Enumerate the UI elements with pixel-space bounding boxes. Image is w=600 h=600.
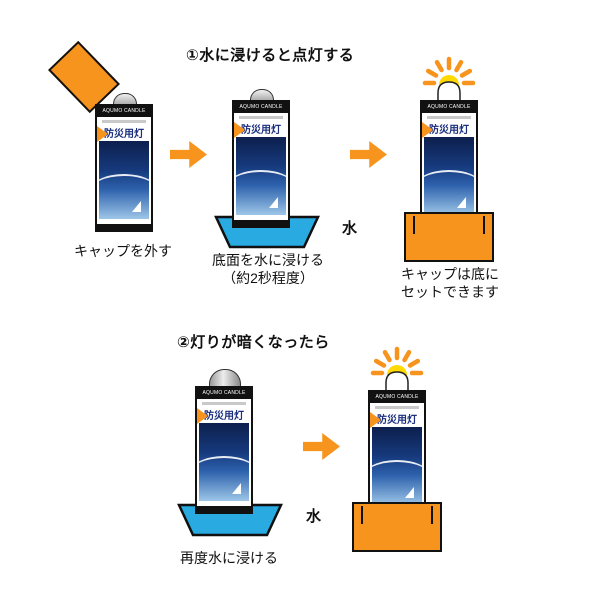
sailboat-icon xyxy=(269,197,278,208)
caption-set-line1: キャップは底に xyxy=(401,266,499,282)
label-triangle-icon xyxy=(197,408,208,424)
wave-graphic xyxy=(236,169,286,207)
arrow-right-icon xyxy=(170,141,207,168)
brand-name: AQUMO CANDLE xyxy=(197,388,251,399)
label-photo xyxy=(199,423,249,501)
label-photo xyxy=(236,137,286,215)
step2-title: ②灯りが暗くなったら xyxy=(177,334,330,351)
cap-inner-edge xyxy=(431,506,433,524)
brand-name: AQUMO CANDLE xyxy=(422,102,476,113)
subtext-line xyxy=(102,119,146,123)
candle-device-5: AQUMO CANDLE 防災用灯 xyxy=(368,390,426,518)
label-triangle-icon xyxy=(234,122,245,138)
wave-graphic xyxy=(424,169,474,207)
candle-device-1: AQUMO CANDLE 防災用灯 xyxy=(95,104,153,232)
caption-set-cap: キャップは底に セットできます xyxy=(396,265,504,301)
lit-bulb-glow-icon xyxy=(370,346,424,393)
subtext-line xyxy=(202,401,246,405)
bulb-icon xyxy=(250,89,274,103)
label-photo xyxy=(372,427,422,505)
step1-title: ①水に浸けると点灯する xyxy=(186,47,355,64)
label-triangle-icon xyxy=(97,126,108,142)
caption-soak: 底面を水に浸ける （約2秒程度） xyxy=(206,251,330,287)
label-subtext xyxy=(370,403,424,411)
sailboat-icon xyxy=(457,197,466,208)
sailboat-icon xyxy=(232,483,241,494)
wave-graphic xyxy=(99,173,149,211)
arrow-right-icon xyxy=(303,433,340,460)
cap-inner-edge xyxy=(413,216,415,234)
label-photo xyxy=(99,141,149,219)
product-name: 防災用灯 xyxy=(204,411,244,422)
label-footer-bar xyxy=(234,220,288,226)
bulb-icon xyxy=(113,93,137,107)
sailboat-icon xyxy=(132,201,141,212)
subtext-line xyxy=(375,405,419,409)
label-footer-bar xyxy=(197,506,251,512)
label-subtext xyxy=(422,113,476,121)
product-name: 防災用灯 xyxy=(104,129,144,140)
label-subtext xyxy=(234,113,288,121)
product-name: 防災用灯 xyxy=(241,125,281,136)
cap-base xyxy=(404,212,494,262)
candle-device-4: AQUMO CANDLE 防災用灯 xyxy=(195,386,253,514)
label-triangle-icon xyxy=(370,412,381,428)
cap-base xyxy=(352,502,442,552)
brand-name: AQUMO CANDLE xyxy=(370,392,424,403)
cap-inner-edge xyxy=(361,506,363,524)
brand-name: AQUMO CANDLE xyxy=(97,106,151,117)
removed-cap xyxy=(48,40,120,114)
label-footer-bar xyxy=(97,224,151,230)
caption-resoak: 再度水に浸ける xyxy=(180,550,278,566)
product-name: 防災用灯 xyxy=(429,125,469,136)
lit-bulb-glow-icon xyxy=(422,56,476,103)
wave-graphic xyxy=(372,459,422,497)
caption-set-line2: セットできます xyxy=(401,284,499,300)
wave-graphic xyxy=(199,455,249,493)
caption-soak-line2: （約2秒程度） xyxy=(222,270,314,286)
label-subtext xyxy=(97,117,151,125)
subtext-line xyxy=(427,115,471,119)
brand-name: AQUMO CANDLE xyxy=(234,102,288,113)
subtext-line xyxy=(239,115,283,119)
caption-remove-cap: キャップを外す xyxy=(74,243,172,259)
caption-soak-line1: 底面を水に浸ける xyxy=(212,252,324,268)
sailboat-icon xyxy=(405,487,414,498)
product-name: 防災用灯 xyxy=(377,415,417,426)
label-triangle-icon xyxy=(422,122,433,138)
label-photo xyxy=(424,137,474,215)
water-label: 水 xyxy=(306,508,322,525)
candle-device-2: AQUMO CANDLE 防災用灯 xyxy=(232,100,290,228)
arrow-right-icon xyxy=(350,141,387,168)
cap-inner-edge xyxy=(483,216,485,234)
water-label: 水 xyxy=(342,220,358,237)
candle-device-3: AQUMO CANDLE 防災用灯 xyxy=(420,100,478,228)
label-subtext xyxy=(197,399,251,407)
